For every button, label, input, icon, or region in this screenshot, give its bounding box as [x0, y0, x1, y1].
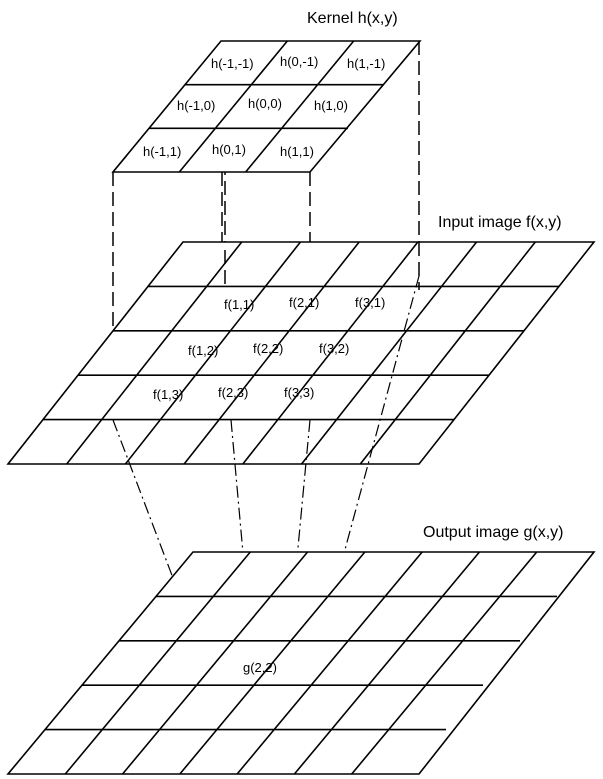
- input-cell-f13: f(1,3): [153, 387, 183, 402]
- input-cell-f22: f(2,2): [253, 341, 283, 356]
- output-grid-column-line: [236, 551, 423, 775]
- kernel-cell-h-1-1: h(-1,-1): [211, 56, 254, 71]
- output-grid-column-line: [293, 551, 481, 775]
- input-grid-column-line: [359, 241, 536, 465]
- input-grid-column-line: [183, 241, 360, 465]
- kernel-cell-h0-1: h(0,-1): [280, 54, 318, 69]
- output-grid-frame: [6, 551, 596, 775]
- kernel-cell-h01: h(0,1): [212, 142, 246, 157]
- output-grid-column-line: [179, 551, 366, 775]
- kernel-to-input-overlay: [224, 242, 420, 290]
- output-grid-column-line: [64, 551, 251, 775]
- kernel-title: Kernel h(x,y): [307, 10, 398, 27]
- input-grid-frame: [6, 241, 596, 465]
- input-cell-f21: f(2,1): [289, 295, 319, 310]
- output-grid-column-line: [121, 551, 309, 775]
- input-grid-column-line: [124, 241, 302, 465]
- output-cell-g22: g(2,2): [243, 660, 277, 675]
- output-image-grid: [6, 551, 596, 775]
- kernel-cell-h-10: h(-1,0): [177, 98, 215, 113]
- input-grid-column-line: [66, 241, 243, 465]
- kernel-cell-h10: h(1,0): [314, 98, 348, 113]
- input-cell-f11: f(1,1): [224, 297, 254, 312]
- input-cell-f32: f(3,2): [319, 341, 349, 356]
- input-cell-f31: f(3,1): [355, 295, 385, 310]
- output-grid-column-line: [351, 551, 538, 775]
- input-grid-column-line: [242, 241, 419, 465]
- kernel-cell-h11: h(1,1): [280, 144, 314, 159]
- input-cell-f23: f(2,3): [218, 385, 248, 400]
- kernel-cell-h-11: h(-1,1): [143, 144, 181, 159]
- kernel-cell-labels: h(-1,-1) h(0,-1) h(1,-1) h(-1,0) h(0,0) …: [143, 54, 385, 159]
- input-cell-f12: f(1,2): [188, 343, 218, 358]
- input-cell-f33: f(3,3): [284, 385, 314, 400]
- kernel-grid-column-line: [178, 40, 288, 173]
- kernel-grid-column-line: [245, 40, 355, 173]
- input-image-grid: [6, 241, 596, 465]
- kernel-grid: [111, 40, 422, 173]
- input-image-title: Input image f(x,y): [438, 214, 562, 231]
- input-cell-labels: f(1,1) f(2,1) f(3,1) f(1,2) f(2,2) f(3,2…: [153, 295, 385, 402]
- input-grid-column-line: [300, 241, 478, 465]
- output-image-title: Output image g(x,y): [423, 524, 564, 541]
- kernel-cell-h1-1: h(1,-1): [347, 56, 385, 71]
- kernel-cell-h00: h(0,0): [248, 96, 282, 111]
